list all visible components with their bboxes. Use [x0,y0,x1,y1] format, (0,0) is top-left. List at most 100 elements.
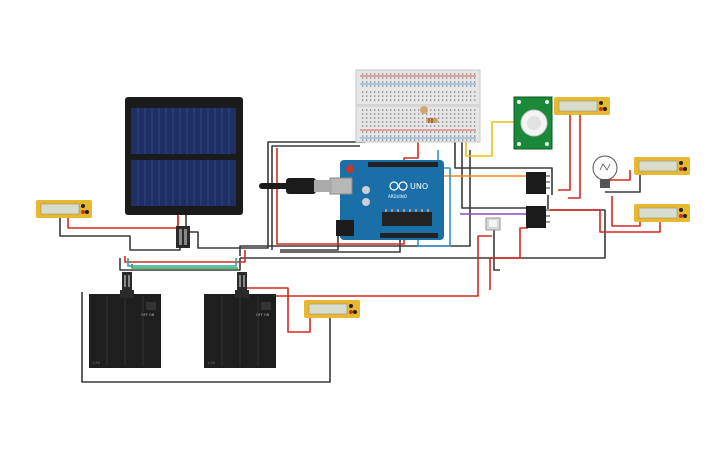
wire-black-10 [605,175,641,193]
battery-connectors [122,272,247,290]
breadboard-hole [422,139,424,141]
breadboard-hole [470,109,472,111]
breadboard-hole [446,91,448,93]
breadboard-hole [446,81,448,83]
breadboard-hole [438,109,440,111]
breadboard-hole [454,113,456,115]
breadboard-hole [406,77,408,79]
solar-panel-icon[interactable] [125,97,243,226]
battery-left-cell-label: 1.5V [92,361,101,365]
breadboard-hole [446,135,448,137]
breadboard-hole [458,117,460,119]
breadboard-hole [382,139,384,141]
breadboard-hole [450,81,452,83]
relay-icon-lower[interactable] [526,206,550,228]
wire-black-14 [280,236,401,253]
breadboard-hole [470,99,472,101]
wire-red-11 [550,209,661,233]
breadboard-hole [458,85,460,87]
breadboard-hole [462,109,464,111]
multimeter-left[interactable] [36,200,92,218]
breadboard-hole [378,73,380,75]
breadboard-hole [394,99,396,101]
resistor-icon[interactable] [420,106,438,123]
relay-icon-upper[interactable] [526,172,550,194]
breadboard-hole [406,109,408,111]
breadboard-hole [390,77,392,79]
breadboard-hole [466,117,468,119]
wire-red-13 [610,170,631,181]
breadboard-hole [390,91,392,93]
solar-connector [176,226,190,248]
breadboard-hole [450,99,452,101]
breadboard-hole [474,99,476,101]
battery-pack-left[interactable]: OFF ON 1.5V [89,290,161,368]
breadboard-hole [366,135,368,137]
multimeter-right-upper[interactable] [634,157,690,175]
breadboard-hole [458,91,460,93]
battery-left-switch-label: OFF ON [141,313,155,317]
breadboard-hole [386,81,388,83]
breadboard-hole [470,91,472,93]
pir-sensor-icon[interactable] [513,96,553,150]
breadboard-hole [394,109,396,111]
breadboard-hole [406,125,408,127]
breadboard-hole [402,95,404,97]
breadboard-hole [414,95,416,97]
transistor-icon[interactable] [485,217,501,231]
breadboard-hole [394,85,396,87]
breadboard-hole [422,95,424,97]
breadboard-hole [362,77,364,79]
breadboard-hole [406,113,408,115]
breadboard-hole [458,109,460,111]
breadboard-hole [382,121,384,123]
breadboard-hole [462,91,464,93]
breadboard-hole [370,73,372,75]
light-bulb-icon[interactable] [592,155,618,188]
breadboard-hole [462,113,464,115]
breadboard[interactable] [355,69,481,143]
breadboard-hole [374,121,376,123]
multimeter-right-lower[interactable] [634,204,690,222]
breadboard-hole [366,121,368,123]
breadboard-hole [426,91,428,93]
breadboard-hole [458,77,460,79]
multimeter-top-right[interactable] [554,97,610,115]
breadboard-hole [366,73,368,75]
breadboard-hole [410,131,412,133]
breadboard-hole [474,77,476,79]
breadboard-hole [462,135,464,137]
breadboard-hole [462,125,464,127]
breadboard-hole [374,135,376,137]
breadboard-hole [418,125,420,127]
breadboard-hole [390,85,392,87]
battery-pack-right[interactable]: OFF ON 1.5V [204,290,276,368]
breadboard-hole [386,117,388,119]
breadboard-hole [398,135,400,137]
breadboard-hole [418,121,420,123]
breadboard-hole [470,95,472,97]
breadboard-hole [402,109,404,111]
breadboard-hole [458,81,460,83]
multimeter-bottom[interactable] [304,300,360,318]
arduino-model-label: UNO [410,182,428,191]
breadboard-hole [390,121,392,123]
breadboard-hole [406,81,408,83]
arduino-uno-board[interactable]: UNO ARDUINO [329,160,444,240]
breadboard-hole [422,131,424,133]
breadboard-hole [414,91,416,93]
breadboard-hole [402,81,404,83]
breadboard-hole [466,109,468,111]
breadboard-hole [450,139,452,141]
breadboard-hole [438,139,440,141]
breadboard-hole [406,99,408,101]
breadboard-hole [418,113,420,115]
breadboard-hole [454,73,456,75]
breadboard-hole [474,125,476,127]
breadboard-hole [450,91,452,93]
breadboard-hole [378,135,380,137]
breadboard-hole [466,95,468,97]
breadboard-hole [398,77,400,79]
breadboard-hole [414,135,416,137]
